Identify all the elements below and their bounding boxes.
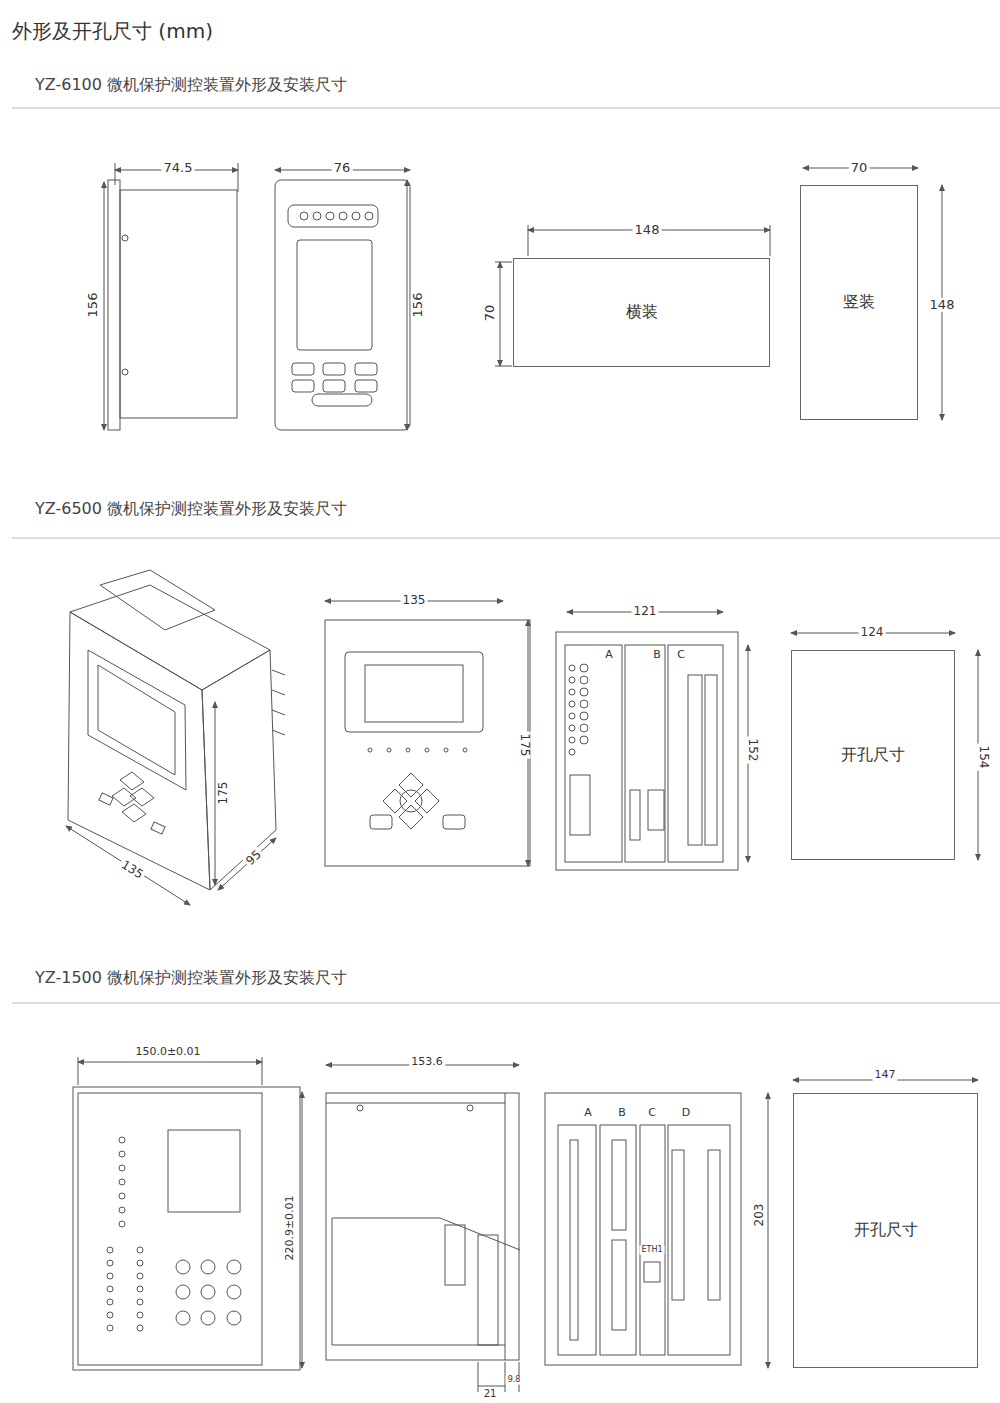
dimension-label: A [582, 1107, 594, 1119]
dimension-label: 9.8 [506, 1376, 523, 1385]
cutout-box: 横装 [513, 258, 770, 367]
dimension-label: A [603, 649, 615, 661]
box-label: 竖装 [843, 292, 875, 313]
cutout-box: 竖装 [800, 185, 918, 420]
dimension-label: 70 [849, 161, 870, 175]
dimension-label: ETH1 [639, 1246, 664, 1255]
dimension-label: C [646, 1107, 658, 1119]
dimension-label: 203 [753, 1202, 766, 1229]
box-label: 横装 [626, 302, 658, 323]
dimension-label: 121 [632, 605, 659, 618]
cutout-box: 开孔尺寸 [793, 1093, 978, 1368]
dimension-label: 74.5 [162, 161, 195, 175]
dimension-label: 76 [332, 161, 353, 175]
dimension-label: 220.9±0.01 [284, 1193, 296, 1262]
dimension-label: 70 [483, 303, 497, 324]
dimension-label: 175 [217, 780, 230, 807]
dimension-label: C [675, 649, 687, 661]
dimension-label: 175 [517, 732, 530, 759]
page-title: 外形及开孔尺寸 (mm) [12, 18, 213, 45]
box-label: 开孔尺寸 [854, 1220, 918, 1241]
dimension-label: 153.6 [409, 1056, 445, 1068]
dimension-label: B [651, 649, 663, 661]
dimension-label: D [680, 1107, 692, 1119]
dimension-label: 148 [633, 223, 662, 237]
dimension-label: 135 [401, 594, 428, 607]
dimension-label: B [616, 1107, 628, 1119]
section-heading: YZ-6500 微机保护测控装置外形及安装尺寸 [33, 500, 349, 518]
section-heading: YZ-6100 微机保护测控装置外形及安装尺寸 [33, 76, 349, 94]
dimension-label: 154 [976, 744, 989, 771]
dimension-label: 156 [411, 291, 425, 320]
dimension-label: 147 [873, 1069, 898, 1081]
dimension-label: 21 [482, 1388, 499, 1399]
dimension-label: 135 [117, 857, 147, 882]
dimension-label: 148 [928, 298, 957, 312]
dimension-label: 152 [745, 737, 758, 764]
box-label: 开孔尺寸 [841, 745, 905, 766]
dimension-label: 150.0±0.01 [133, 1046, 202, 1058]
dimension-label: 156 [86, 291, 100, 320]
section-heading: YZ-1500 微机保护测控装置外形及安装尺寸 [33, 969, 349, 987]
cutout-box: 开孔尺寸 [791, 650, 955, 860]
dimension-label: 124 [859, 626, 886, 639]
